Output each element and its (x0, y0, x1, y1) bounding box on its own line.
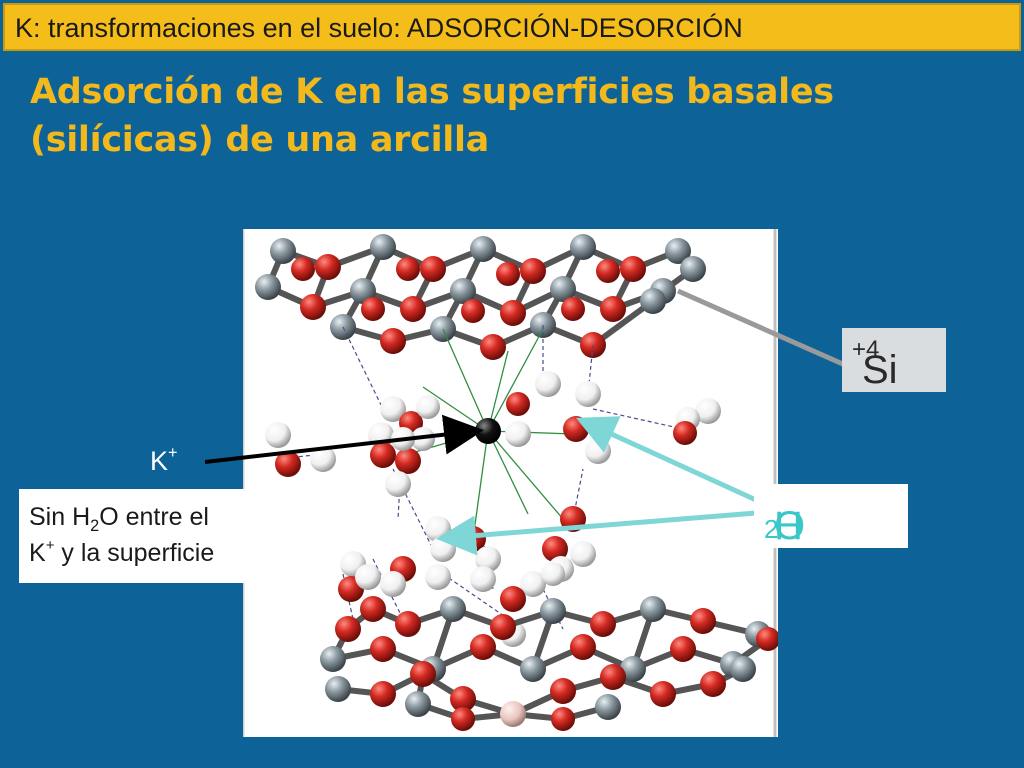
note-line-2: K+ y la superficie (29, 537, 215, 568)
note-line-1: Sin H2O entre el (29, 503, 209, 536)
k-charge: + (168, 444, 178, 462)
h2o-arrow-lower (436, 510, 757, 556)
silicon-label: Si+4 (842, 328, 946, 392)
note-line-2-sup: + (45, 537, 55, 554)
h2o-arrow-upper (575, 416, 758, 503)
title-bar: K: transformaciones en el suelo: ADSORCI… (3, 3, 1021, 51)
si-symbol: Si (862, 348, 898, 392)
silicon-label-text: Si+4 (852, 336, 898, 392)
potassium-label: K+ (150, 444, 178, 477)
si-charge: +4 (852, 336, 880, 363)
subtitle-line-1: Adsorción de K en las superficies basale… (30, 72, 834, 112)
si-pointer-line (676, 288, 847, 368)
note-line-1-sub: 2 (90, 517, 100, 535)
note-line-2-a: K (29, 539, 46, 567)
note-line-1-b: O entre el (99, 503, 209, 531)
note-box: Sin H2O entre el K+ y la superficie (19, 489, 285, 583)
k-symbol: K (150, 446, 169, 476)
note-line-1-a: Sin H (29, 503, 91, 531)
k-arrow (204, 414, 484, 464)
slide-subtitle: Adsorción de K en las superficies basale… (30, 68, 910, 164)
h2o-o: O (774, 504, 806, 548)
slide-title: K: transformaciones en el suelo: ADSORCI… (15, 13, 743, 43)
h2o-h: H (774, 504, 803, 548)
subtitle-line-2: (silícicas) de una arcilla (30, 120, 489, 160)
note-line-2-b: y la superficie (54, 539, 215, 567)
h2o-sub: 2 (764, 514, 779, 544)
